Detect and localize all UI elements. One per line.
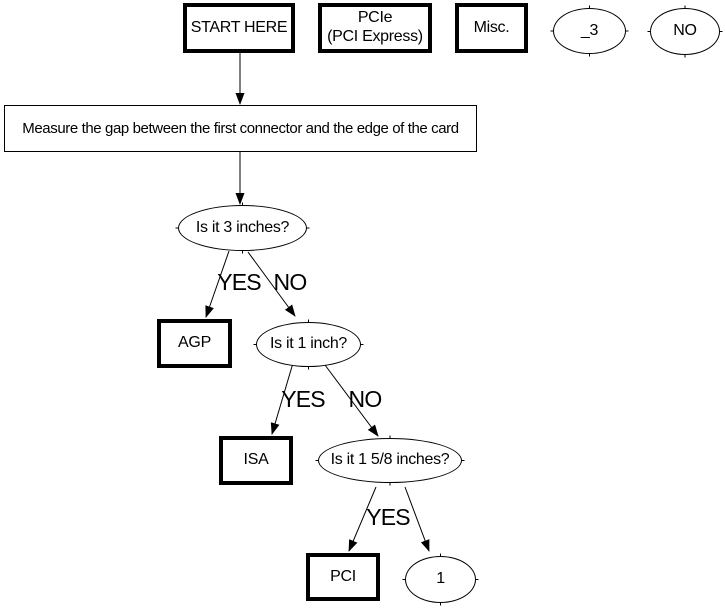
start-here-label: START HERE (190, 18, 288, 36)
edge-q158-yes-to-pci (348, 486, 377, 552)
isa-result-node: ISA (219, 436, 293, 485)
start-here-node: START HERE (183, 3, 295, 53)
misc-node: Misc. (455, 3, 528, 53)
agp-label: AGP (178, 334, 211, 352)
edge-label-no-one-inch: NO (273, 269, 308, 295)
edge-q158-to-one (404, 486, 430, 552)
agp-result-node: AGP (157, 319, 232, 368)
pcie-label-line2: (PCI Express) (327, 28, 423, 45)
isa-label: ISA (243, 451, 269, 469)
edge-label-no-158: NO (348, 386, 383, 412)
edge-q3-yes-to-agp (205, 250, 230, 318)
edge-q3-no-to-q1 (247, 251, 296, 317)
underscore3-label: _3 (580, 21, 599, 39)
edge-label-yes-isa: YES (281, 386, 325, 412)
edge-q1-no-to-q158 (324, 364, 379, 437)
measure-instruction-node: Measure the gap between the first connec… (4, 105, 477, 152)
edge-q1-yes-to-isa (270, 362, 294, 435)
one-result-ellipse-node: 1 (405, 556, 476, 603)
pci-label: PCI (330, 567, 356, 585)
decision-1-58-inches-node: Is it 1 5/8 inches? (318, 438, 462, 483)
measure-instruction-label: Measure the gap between the first connec… (22, 119, 459, 137)
decision-1-inch-label: Is it 1 inch? (269, 335, 348, 353)
one-label: 1 (436, 570, 445, 588)
decision-1-inch-node: Is it 1 inch? (256, 322, 361, 367)
pci-result-node: PCI (306, 553, 380, 601)
no-ellipse-label: NO (673, 22, 697, 40)
no-ellipse-node: NO (650, 8, 720, 55)
underscore3-ellipse-node: _3 (553, 8, 626, 54)
ellipse-connection-ticks (175, 5, 723, 606)
decision-1-58-inches-label: Is it 1 5/8 inches? (330, 451, 450, 469)
decision-3-inches-node: Is it 3 inches? (178, 205, 307, 251)
pcie-label-line1: PCIe (357, 9, 393, 27)
pcie-node: PCIe (PCI Express) (318, 3, 432, 53)
misc-label: Misc. (473, 18, 510, 36)
decision-3-inches-label: Is it 3 inches? (195, 218, 290, 236)
edge-label-yes-agp: YES (217, 269, 261, 295)
edge-label-yes-pci: YES (366, 504, 410, 530)
